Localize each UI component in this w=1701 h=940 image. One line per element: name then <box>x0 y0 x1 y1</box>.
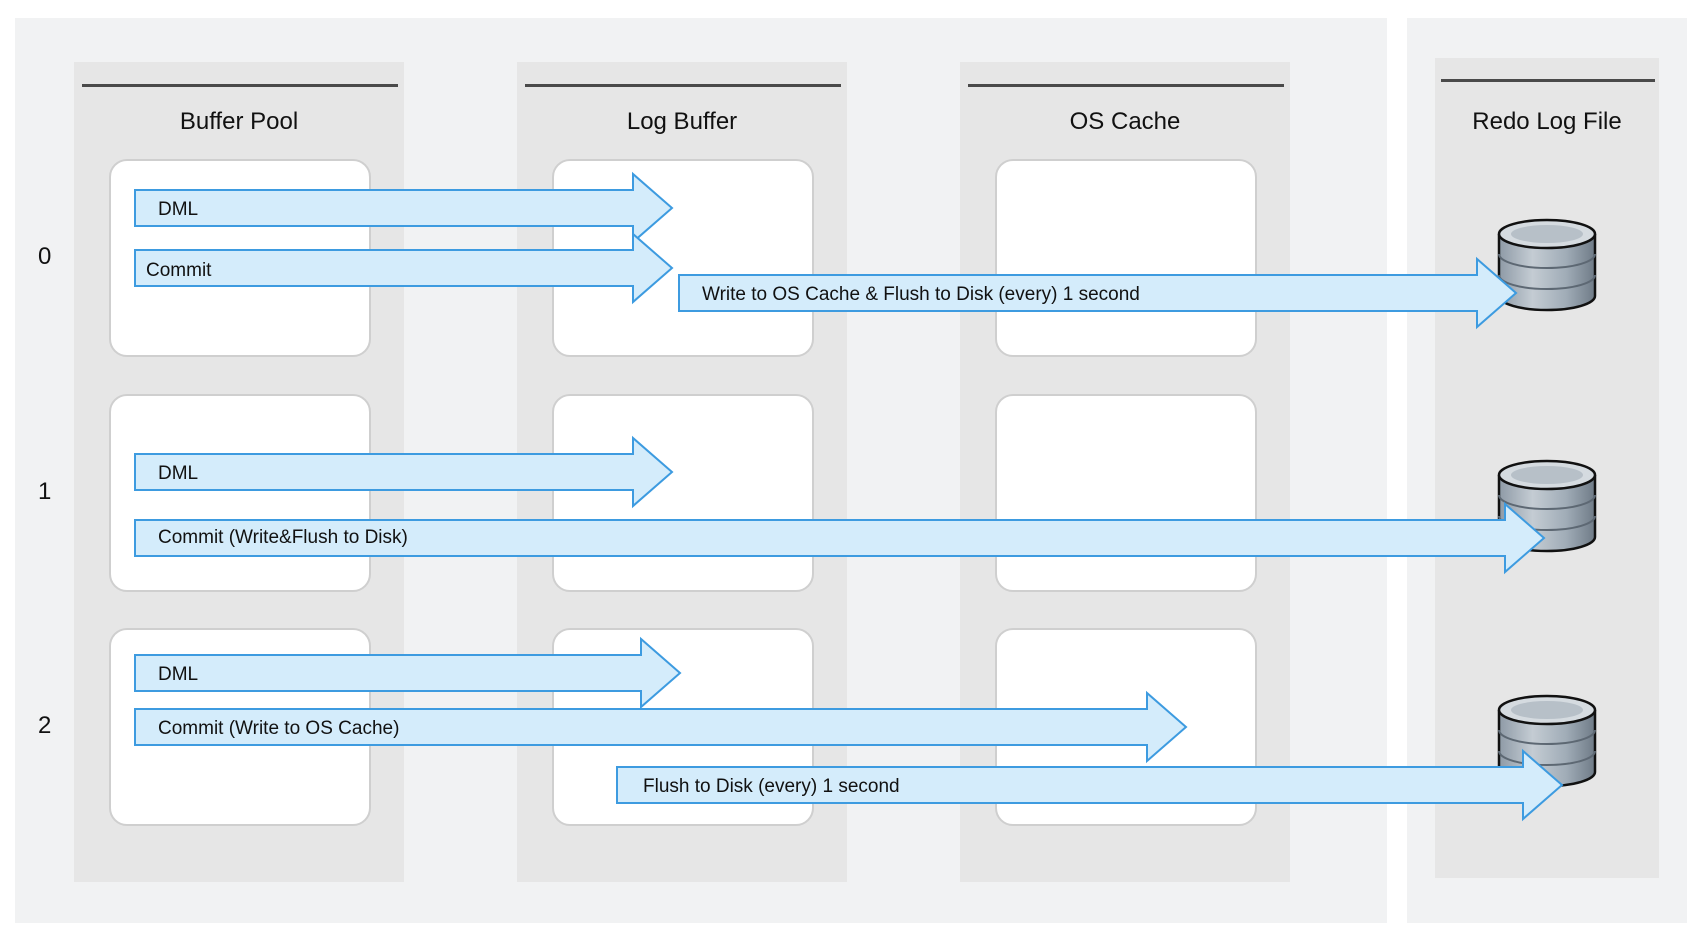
database-icon <box>1497 218 1597 312</box>
arrow-r2-commit-label: Commit (Write to OS Cache) <box>158 718 399 739</box>
column-title-os-cache: OS Cache <box>1069 108 1181 135</box>
row-label-1: 1 <box>38 478 52 505</box>
row-label-2: 2 <box>38 712 52 739</box>
row-label-0: 0 <box>38 243 52 270</box>
buffer-pool-box <box>109 394 371 592</box>
column-rule <box>1441 79 1655 82</box>
arrow-r0-dml-label: DML <box>158 199 198 220</box>
column-title-buffer-pool: Buffer Pool <box>179 108 299 135</box>
arrow-r2-dml-label: DML <box>158 664 198 685</box>
arrow-r1-dml: DML <box>134 435 674 509</box>
column-rule <box>82 84 398 87</box>
os-cache-box <box>995 159 1257 357</box>
arrow-r0-write-flush-label: Write to OS Cache & Flush to Disk (every… <box>702 284 1140 305</box>
arrow-r1-commit: Commit (Write&Flush to Disk) <box>134 501 1546 575</box>
arrow-r0-commit-label: Commit <box>146 260 212 281</box>
arrow-r1-commit-label: Commit (Write&Flush to Disk) <box>158 527 408 548</box>
column-rule <box>525 84 841 87</box>
arrow-r2-dml: DML <box>134 636 682 710</box>
arrow-r2-flush-label: Flush to Disk (every) 1 second <box>643 776 900 797</box>
arrow-r1-dml-label: DML <box>158 463 198 484</box>
arrow-r0-write-flush: Write to OS Cache & Flush to Disk (every… <box>678 256 1518 330</box>
column-title-log-buffer: Log Buffer <box>626 108 738 135</box>
column-title-redo-log-file: Redo Log File <box>1472 108 1622 135</box>
column-rule <box>968 84 1284 87</box>
arrow-r2-flush: Flush to Disk (every) 1 second <box>616 748 1564 822</box>
log-buffer-box <box>552 394 814 592</box>
arrow-r0-dml: DML <box>134 171 674 245</box>
os-cache-box <box>995 394 1257 592</box>
arrow-r2-commit: Commit (Write to OS Cache) <box>134 690 1188 764</box>
arrow-r0-commit: Commit <box>134 231 674 305</box>
